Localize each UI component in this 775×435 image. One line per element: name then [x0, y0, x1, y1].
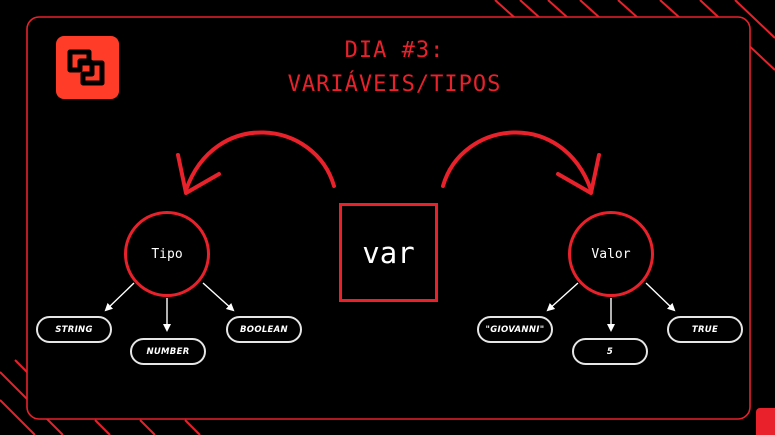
type-pill-number: NUMBER	[130, 338, 206, 365]
value-pill-label: "GIOVANNI"	[485, 324, 545, 335]
tipo-label: Tipo	[151, 246, 183, 262]
logo	[56, 36, 119, 99]
var-box: var	[339, 203, 438, 302]
value-pill-number: 5	[572, 338, 648, 365]
value-pill-string: "GIOVANNI"	[477, 316, 553, 343]
tipo-node: Tipo	[124, 211, 210, 297]
tipo-connectors	[104, 282, 235, 332]
arrow-to-tipo	[184, 130, 336, 192]
corner-badge	[756, 408, 775, 435]
valor-node: Valor	[568, 211, 654, 297]
type-pill-label: BOOLEAN	[240, 324, 288, 335]
title-line-2: VARIÁVEIS/TIPOS	[287, 72, 502, 97]
type-pill-boolean: BOOLEAN	[226, 316, 302, 343]
type-pill-label: STRING	[55, 324, 93, 335]
valor-label: Valor	[591, 246, 631, 262]
curved-arrows	[176, 130, 601, 195]
valor-connectors	[546, 282, 676, 332]
type-pill-string: STRING	[36, 316, 112, 343]
value-pill-boolean: TRUE	[667, 316, 743, 343]
var-label: var	[362, 235, 415, 270]
value-pill-label: 5	[606, 346, 614, 357]
arrow-to-valor-head	[556, 153, 601, 195]
title-line-1: DIA #3:	[344, 38, 445, 63]
arrow-to-tipo-head	[176, 153, 221, 195]
overlapping-squares-logo-icon	[67, 49, 105, 86]
value-pill-label: TRUE	[691, 324, 719, 335]
arrow-to-valor	[441, 130, 593, 192]
slide-frame	[26, 16, 751, 420]
type-pill-label: NUMBER	[146, 346, 190, 357]
